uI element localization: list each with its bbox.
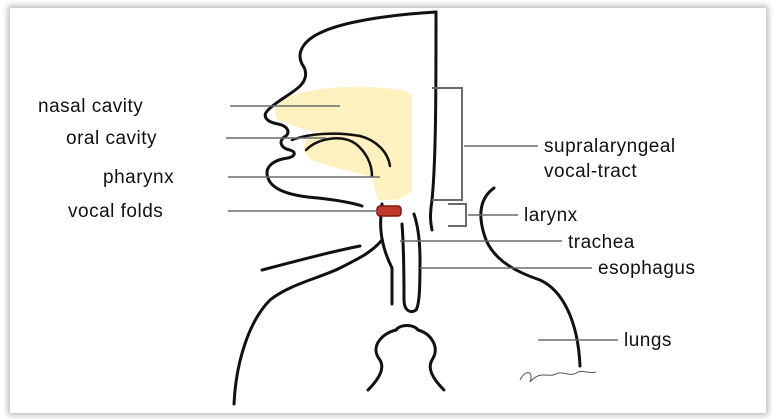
label-supralaryngeal: supralaryngeal (544, 136, 676, 157)
vocal-folds-shape (377, 206, 401, 216)
label-pharynx: pharynx (103, 167, 174, 188)
label-lungs: lungs (624, 330, 672, 351)
label-nasal-cavity: nasal cavity (38, 96, 143, 117)
label-vocal-folds: vocal folds (68, 201, 163, 222)
label-trachea: trachea (568, 232, 635, 253)
lung-right (418, 330, 444, 390)
larynx-bracket (448, 204, 466, 226)
label-oral-cavity: oral cavity (66, 128, 157, 149)
label-vocal-tract: vocal-tract (544, 161, 637, 182)
neck-skin (481, 188, 494, 234)
neck-back (431, 12, 437, 230)
trachea-back (402, 224, 420, 312)
trachea-front (381, 204, 392, 304)
label-larynx: larynx (524, 205, 578, 226)
vocal-tract-region (275, 87, 412, 200)
bronchi (396, 326, 418, 331)
shoulder-left (234, 240, 382, 404)
label-esophagus: esophagus (598, 258, 695, 279)
esophagus-wall (414, 214, 420, 260)
artist-signature (520, 371, 596, 382)
lung-left (368, 330, 396, 390)
shoulder-right (484, 234, 580, 366)
